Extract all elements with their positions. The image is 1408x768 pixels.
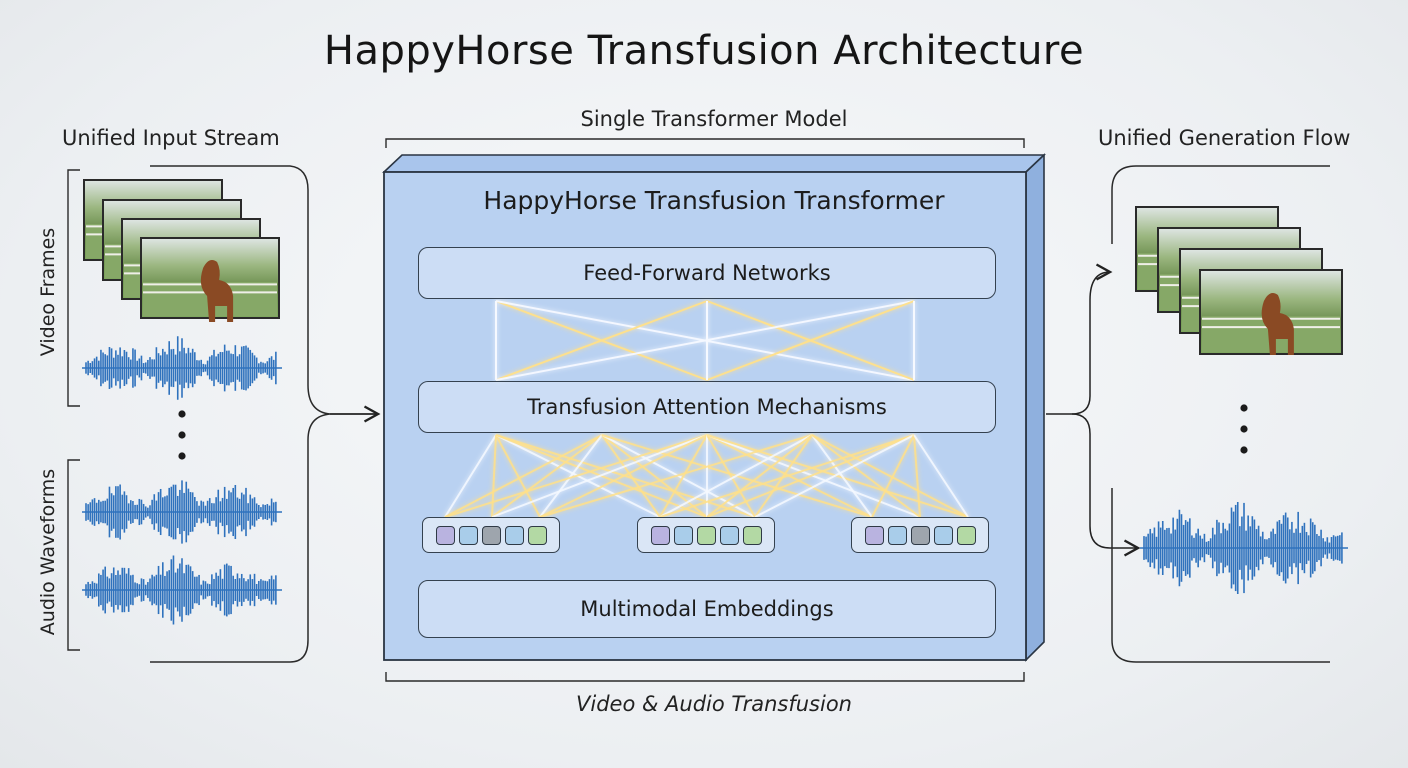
output-flow-label: Unified Generation Flow <box>1098 126 1351 150</box>
ffn-link <box>495 300 708 381</box>
token-purple <box>650 525 670 545</box>
attention-link <box>913 434 921 518</box>
diagram-title: HappyHorse Transfusion Architecture <box>323 28 1085 74</box>
token-green <box>527 525 547 545</box>
box-top-face <box>381 154 1047 173</box>
token-blue <box>673 525 693 545</box>
token-purple <box>435 525 455 545</box>
output-video-frames <box>1135 206 1343 355</box>
attention-layer: Transfusion Attention Mechanisms <box>418 381 996 433</box>
attention-link <box>444 434 603 518</box>
token-gray <box>910 525 930 545</box>
input-audio-waveform-2 <box>82 480 282 544</box>
attention-link <box>659 434 708 518</box>
attention-link <box>754 434 813 518</box>
ffn-link <box>495 300 915 381</box>
token-blue <box>504 525 524 545</box>
attention-link <box>871 434 915 518</box>
attention-token-connections <box>444 434 969 518</box>
horse-shape <box>1261 293 1294 355</box>
output-bracket <box>1111 165 1330 663</box>
top-bracket <box>385 138 1025 148</box>
attention-link <box>444 434 497 518</box>
attention-link <box>706 434 969 518</box>
token-green <box>742 525 762 545</box>
attention-link <box>601 434 708 518</box>
attention-link <box>706 434 921 518</box>
output-trunk <box>1046 263 1113 415</box>
bottom-bracket <box>385 672 1025 682</box>
input-ellipsis-icon <box>178 410 186 460</box>
token-blue <box>719 525 739 545</box>
box-side-face <box>1025 153 1045 662</box>
attention-link <box>913 434 969 518</box>
output-ellipsis-icon <box>1240 404 1248 454</box>
video-frame <box>1199 269 1343 355</box>
attention-link <box>754 434 915 518</box>
feed-forward-layer: Feed-Forward Networks <box>418 247 996 299</box>
attention-link <box>539 434 813 518</box>
horse-icon <box>1261 293 1294 355</box>
input-audio-waveform-1 <box>82 336 282 400</box>
token-group-right <box>851 517 989 553</box>
attention-label: Transfusion Attention Mechanisms <box>527 395 887 419</box>
attention-link <box>706 434 915 518</box>
attention-link <box>659 434 915 518</box>
token-green <box>956 525 976 545</box>
attention-link <box>706 434 813 518</box>
attention-link <box>539 434 708 518</box>
input-video-frames <box>83 179 280 322</box>
video-frame <box>140 237 280 322</box>
input-audio-waveform-3 <box>82 555 282 625</box>
attention-link <box>811 434 873 518</box>
output-branch-audio <box>1071 413 1141 557</box>
attention-link <box>539 434 603 518</box>
attention-link <box>491 434 603 518</box>
output-audio-waveform <box>1140 502 1348 594</box>
horse-shape <box>200 260 234 322</box>
model-label: Single Transformer Model <box>580 107 848 131</box>
transformer-title: HappyHorse Transfusion Transformer <box>483 186 945 215</box>
attention-link <box>444 434 708 518</box>
token-green <box>696 525 716 545</box>
token-group-middle <box>637 517 775 553</box>
audio-waveforms-bracket <box>67 459 80 651</box>
horse-icon <box>200 260 234 322</box>
token-purple <box>864 525 884 545</box>
embeddings-layer: Multimodal Embeddings <box>418 580 996 638</box>
attention-link <box>601 434 661 518</box>
attention-link <box>811 434 969 518</box>
attention-link <box>659 434 813 518</box>
input-bracket <box>150 165 378 663</box>
attention-link <box>491 434 708 518</box>
embeddings-label: Multimodal Embeddings <box>580 597 834 621</box>
token-blue <box>933 525 953 545</box>
video-frames-label: Video Frames <box>37 227 59 357</box>
ffn-link <box>706 300 915 381</box>
transfusion-caption: Video & Audio Transfusion <box>576 692 852 716</box>
token-group-left <box>422 517 560 553</box>
attention-link <box>811 434 921 518</box>
ffn-attention-connections <box>495 300 915 381</box>
token-blue <box>887 525 907 545</box>
token-blue <box>458 525 478 545</box>
attention-link <box>491 434 497 518</box>
input-stream-label: Unified Input Stream <box>62 126 280 150</box>
video-frames-bracket <box>67 169 80 407</box>
attention-link <box>495 434 541 518</box>
feed-forward-label: Feed-Forward Networks <box>583 261 831 285</box>
token-gray <box>481 525 501 545</box>
attention-link <box>706 434 756 518</box>
audio-waveforms-label: Audio Waveforms <box>37 468 59 636</box>
